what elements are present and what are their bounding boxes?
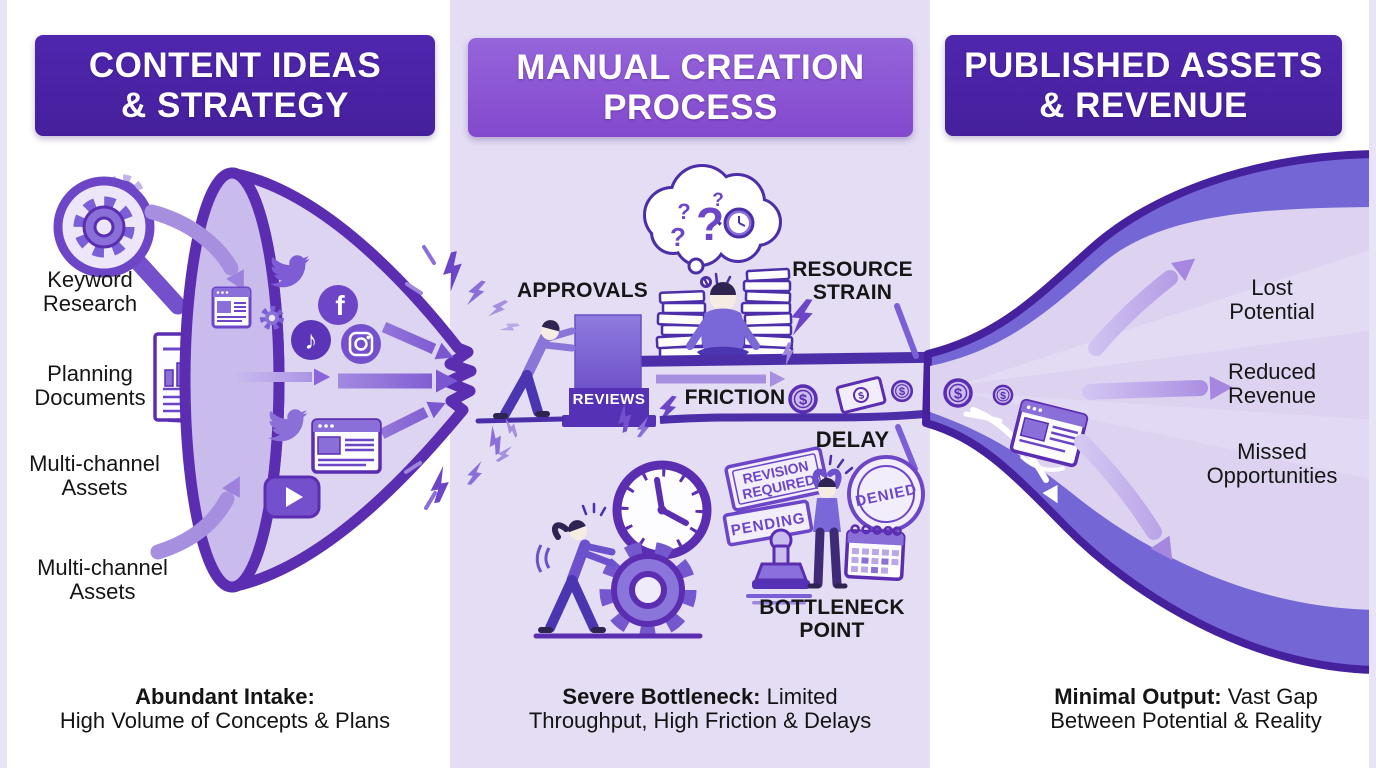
question-glyph: ? bbox=[670, 222, 686, 252]
output-horn bbox=[922, 150, 1376, 674]
output-arrows bbox=[1074, 249, 1234, 567]
clock-small-icon bbox=[723, 207, 755, 239]
intake-arrows bbox=[144, 204, 458, 560]
pushing-person bbox=[475, 320, 576, 424]
facebook-icon: f bbox=[318, 285, 358, 325]
facebook-f-glyph: f bbox=[335, 290, 345, 321]
header-line: PUBLISHED ASSETS bbox=[964, 46, 1323, 86]
browser-icon bbox=[211, 286, 252, 329]
woman-pushing-gear bbox=[535, 502, 617, 633]
question-glyph: ? bbox=[677, 199, 690, 224]
tiktok-icon: ♪ bbox=[291, 320, 331, 360]
output-caption: Minimal Output: Vast Gap Between Potenti… bbox=[1050, 684, 1322, 733]
friction-label: FRICTION bbox=[684, 386, 786, 409]
music-note-glyph: ♪ bbox=[305, 325, 318, 355]
rubber-stamp-icon bbox=[746, 528, 812, 605]
calendar-icon bbox=[844, 524, 906, 582]
magnifier-gear-icon bbox=[53, 174, 187, 315]
reviews-box bbox=[562, 314, 656, 427]
youtube-icon bbox=[263, 475, 321, 519]
left-edge-strip bbox=[0, 0, 7, 768]
webpage-icon bbox=[311, 418, 382, 474]
slash-mark bbox=[895, 424, 918, 472]
denied-stamp: DENIED bbox=[847, 455, 925, 533]
money-bill-icon: $ bbox=[835, 376, 887, 414]
intake-caption: Abundant Intake: High Volume of Concepts… bbox=[59, 684, 391, 733]
delay-label: DELAY bbox=[815, 427, 890, 452]
reviews-label: REVIEWS bbox=[572, 391, 646, 408]
published-webpage-icon bbox=[1009, 398, 1089, 472]
header-published-assets: PUBLISHED ASSETS & REVENUE bbox=[945, 35, 1342, 136]
approvals-label: APPROVALS bbox=[517, 279, 648, 302]
thought-bubble: ? ? ? ? bbox=[643, 164, 782, 288]
pipe-bottom bbox=[659, 410, 925, 424]
process-rail bbox=[617, 351, 929, 368]
slash-mark bbox=[894, 303, 919, 359]
frustrated-person bbox=[807, 454, 854, 589]
revision-stamp: REVISION REQUIRED bbox=[724, 446, 830, 512]
header-line: PROCESS bbox=[603, 87, 778, 127]
right-edge-strip bbox=[1369, 0, 1376, 768]
question-glyph: ? bbox=[712, 190, 724, 211]
header-line: & STRATEGY bbox=[121, 85, 349, 125]
lightning-bolt-icons bbox=[404, 245, 521, 510]
header-line: & REVENUE bbox=[1039, 85, 1248, 125]
process-caption: Severe Bottleneck: Limited Throughput, H… bbox=[528, 684, 872, 733]
header-content-ideas: CONTENT IDEAS & STRATEGY bbox=[35, 35, 435, 136]
header-line: MANUAL CREATION bbox=[516, 48, 865, 88]
instagram-icon bbox=[341, 324, 381, 364]
header-line: CONTENT IDEAS bbox=[88, 46, 382, 86]
meditating-person bbox=[686, 272, 760, 361]
question-glyph: ? bbox=[696, 198, 724, 250]
dollar-glyph: $ bbox=[857, 390, 865, 402]
gear-small-icon bbox=[260, 306, 284, 330]
clock-icon bbox=[612, 460, 712, 560]
gear-large-icon bbox=[599, 541, 697, 639]
header-manual-creation: MANUAL CREATION PROCESS bbox=[468, 38, 913, 137]
